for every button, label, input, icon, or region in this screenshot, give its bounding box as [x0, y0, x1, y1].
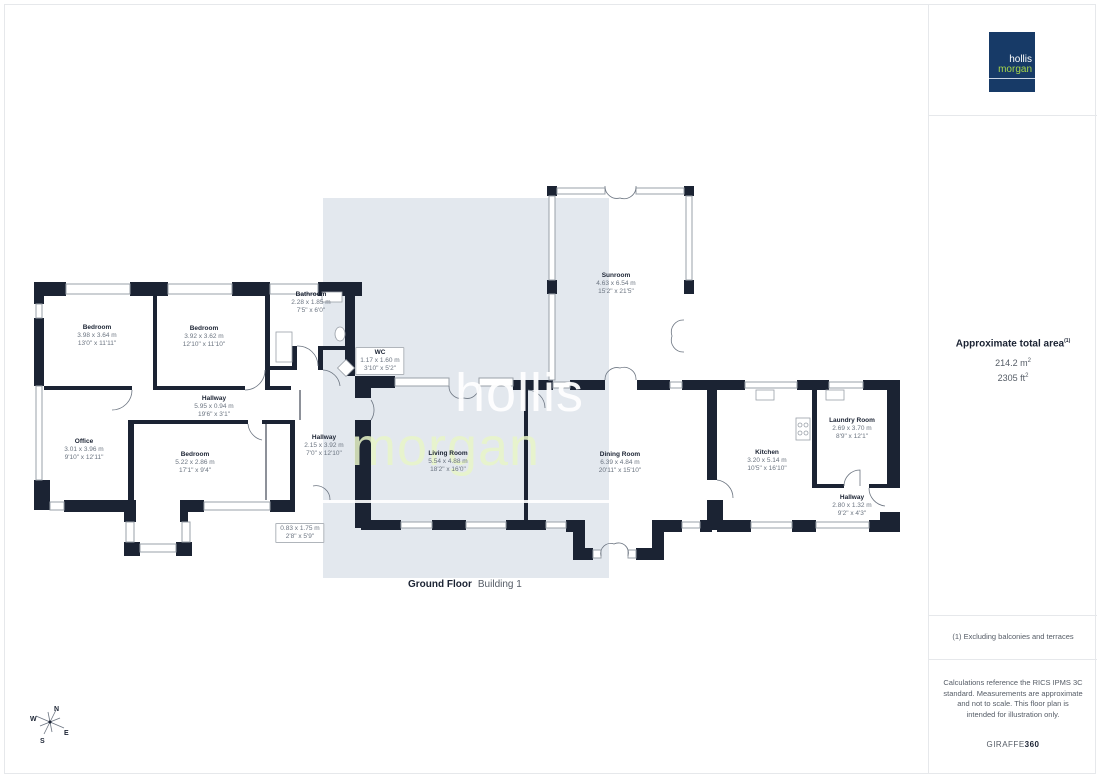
disclaimer: Calculations reference the RICS IPMS 3C … — [943, 678, 1083, 719]
building-name: Building 1 — [477, 579, 522, 590]
giraffe360-brand: GIRAFFE360 — [986, 740, 1040, 749]
room-label-living-room: Living Room 5.54 x 4.88 m 18'2" x 16'0" — [428, 450, 468, 473]
room-label-sunroom: Sunroom 4.63 x 6.54 m 15'2" x 21'5" — [596, 272, 636, 295]
room-label-bathroom: Bathroom 2.28 x 1.85 m 7'5" x 6'0" — [291, 291, 331, 314]
room-label-hallway-2: Hallway 2.15 x 3.92 m 7'0" x 12'10" — [304, 434, 344, 457]
total-area: Approximate total area(1) 214.2 m2 2305 … — [955, 338, 1071, 384]
room-label-bedroom-2: Bedroom 3.92 x 3.62 m 12'10" x 11'10" — [182, 325, 226, 348]
compass-s: S — [40, 738, 45, 745]
compass-w: W — [30, 716, 37, 723]
area-ft2: 2305 ft — [997, 373, 1026, 384]
room-label-laundry-room: Laundry Room 2.69 x 3.70 m 8'9" x 12'1" — [829, 417, 875, 440]
compass-e: E — [64, 730, 69, 737]
floor-label: Ground Floor Building 1 — [408, 579, 522, 590]
room-label-closet: 0.83 x 1.75 m 2'8" x 5'9" — [275, 523, 325, 543]
footnote: (1) Excluding balconies and terraces — [952, 632, 1074, 641]
notes-section: Calculations reference the RICS IPMS 3C … — [929, 660, 1097, 774]
footnote-section: (1) Excluding balconies and terraces — [929, 616, 1097, 660]
floor-plan-drawing — [34, 185, 900, 560]
room-label-hallway-1: Hallway 5.95 x 0.94 m 19'6" x 3'1" — [194, 395, 234, 418]
page-frame — [4, 4, 1096, 774]
room-label-office: Office 3.01 x 3.96 m 9'10" x 12'11" — [64, 438, 104, 461]
wall — [232, 282, 270, 296]
area-section: Approximate total area(1) 214.2 m2 2305 … — [929, 116, 1097, 616]
floor-plan-area: hollis morgan Bedroom 3.98 x 3.64 m 13'0… — [26, 185, 900, 752]
compass-rose-icon — [35, 709, 65, 735]
area-title: Approximate total area — [955, 338, 1065, 350]
room-label-bedroom-3: Bedroom 5.22 x 2.86 m 17'1" x 9'4" — [175, 451, 215, 474]
room-label-dining-room: Dining Room 6.39 x 4.84 m 20'11" x 15'10… — [598, 451, 642, 474]
compass-n: N — [54, 706, 60, 713]
room-label-hallway-3: Hallway 2.80 x 1.32 m 9'2" x 4'3" — [832, 494, 872, 517]
wall — [130, 282, 168, 296]
floor-name: Ground Floor — [408, 579, 472, 590]
area-m2: 214.2 m — [995, 358, 1028, 369]
room-label-wc: WC 1.17 x 1.60 m 3'10" x 5'2" — [355, 347, 405, 375]
logo-section: hollis morgan — [929, 4, 1097, 116]
room-label-bedroom-1: Bedroom 3.98 x 3.64 m 13'0" x 11'11" — [77, 324, 117, 347]
compass: N W E S — [26, 702, 76, 752]
room-label-kitchen: Kitchen 3.20 x 5.14 m 10'5" x 16'10" — [747, 449, 787, 472]
hollis-morgan-logo: hollis morgan — [989, 32, 1035, 92]
info-sidebar: hollis morgan Approximate total area(1) … — [928, 4, 1097, 774]
